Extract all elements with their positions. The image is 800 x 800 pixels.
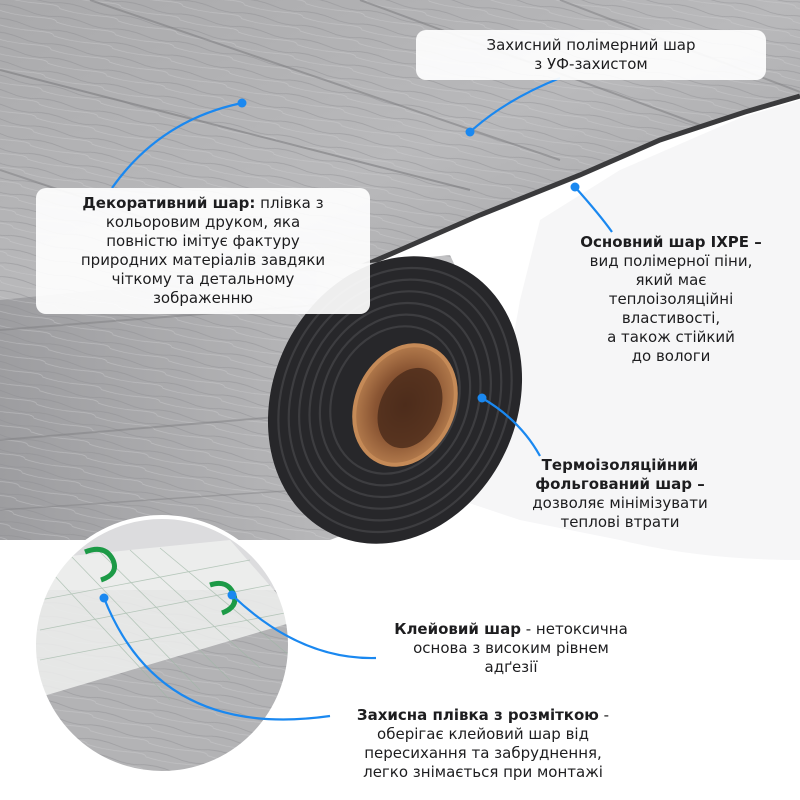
leader-adhesive bbox=[231, 594, 377, 660]
film-line-3: легко знімається при монтажі bbox=[363, 763, 603, 781]
leader-lines bbox=[102, 76, 613, 721]
adhesive-text-first: - нетоксична bbox=[525, 620, 628, 638]
roll bbox=[267, 256, 523, 544]
callout-base-layer: Основний шар IXPE – вид полімерної піни,… bbox=[553, 233, 789, 366]
decorative-line-3: природних матеріалів завдяки bbox=[80, 251, 326, 269]
leader-decorative bbox=[111, 101, 243, 189]
decorative-title: Декоративний шар: bbox=[82, 194, 256, 212]
base-line-5: а також стійкий bbox=[607, 328, 735, 346]
film-text-first: - bbox=[603, 706, 610, 724]
decorative-line-1: кольоровим друком, яка bbox=[105, 213, 301, 231]
base-line-6: до вологи bbox=[631, 347, 711, 365]
callout-adhesive-layer: Клейовий шар - нетоксична основа з висок… bbox=[352, 620, 670, 677]
decorative-line-5: зображенню bbox=[152, 289, 254, 307]
adhesive-title: Клейовий шар bbox=[394, 620, 521, 638]
callout-foil-layer: Термоізоляційний фольгований шар – дозво… bbox=[470, 456, 770, 532]
protective-line-1: Захисний полімерний шар bbox=[486, 36, 696, 54]
leader-film bbox=[102, 597, 331, 721]
leader-base bbox=[574, 186, 613, 233]
adhesive-line-2: адґезії bbox=[484, 658, 538, 676]
callout-decorative-layer: Декоративний шар: плівка з кольоровим др… bbox=[36, 188, 370, 314]
foil-line-1: дозволяє мінімізувати bbox=[532, 494, 708, 512]
foil-title-1: Термоізоляційний bbox=[541, 456, 699, 474]
decorative-line-4: чіткому та детальному bbox=[111, 270, 295, 288]
base-title: Основний шар IXPE – bbox=[580, 233, 762, 251]
foil-title-2: фольгований шар – bbox=[535, 475, 705, 493]
sheet-edge bbox=[329, 93, 800, 283]
base-line-4: властивості, bbox=[621, 309, 721, 327]
white-backing bbox=[460, 100, 800, 560]
callout-release-film: Захисна плівка з розміткою - оберігає кл… bbox=[316, 706, 650, 782]
film-line-1: оберігає клейовий шар від bbox=[377, 725, 589, 743]
callout-protective-layer: Захисний полімерний шар з УФ-захистом bbox=[416, 30, 766, 80]
leader-foil bbox=[481, 397, 541, 457]
decorative-line-2: повністю імітує фактуру bbox=[106, 232, 300, 250]
foil-line-2: теплові втрати bbox=[560, 513, 680, 531]
base-line-3: теплоізоляційні bbox=[608, 290, 734, 308]
film-line-2: пересихання та забруднення, bbox=[364, 744, 602, 762]
film-title: Захисна плівка з розміткою bbox=[356, 706, 599, 724]
base-line-2: який має bbox=[635, 271, 707, 289]
adhesive-line-1: основа з високим рівнем bbox=[413, 639, 609, 657]
inset-circle-border bbox=[32, 515, 292, 775]
decorative-text-first: плівка з bbox=[260, 194, 324, 212]
base-line-1: вид полімерної піни, bbox=[589, 252, 753, 270]
protective-line-2: з УФ-захистом bbox=[534, 55, 648, 73]
leader-protective bbox=[469, 76, 561, 133]
leader-dots bbox=[99, 98, 580, 603]
